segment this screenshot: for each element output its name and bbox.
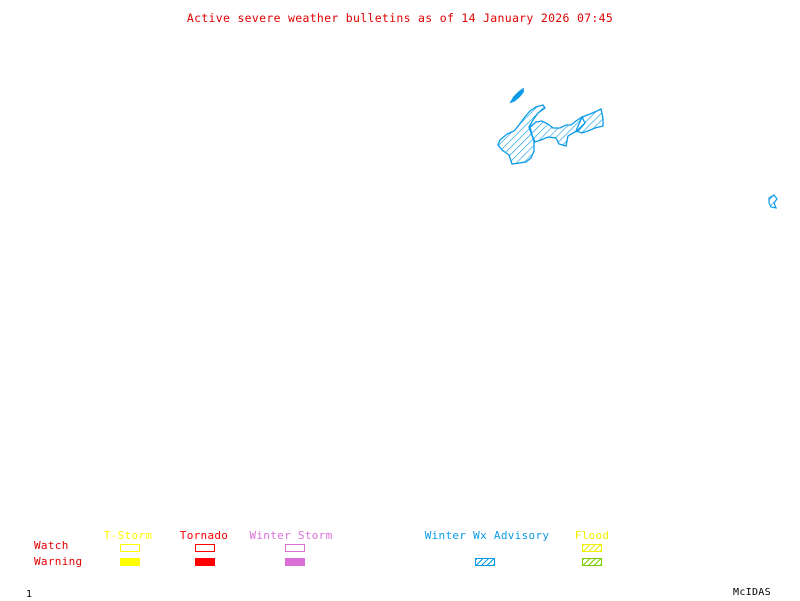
legend-header-winter-wx-advisory: Winter Wx Advisory bbox=[424, 529, 550, 542]
swatch-winter-storm-watch bbox=[285, 544, 305, 552]
legend-row-watch: Watch bbox=[34, 539, 69, 552]
swatch-tstorm-warning bbox=[120, 558, 140, 566]
bulletin-title: Active severe weather bulletins as of 14… bbox=[186, 11, 614, 25]
swatch-tornado-watch bbox=[195, 544, 215, 552]
swatch-winter-storm-warning bbox=[285, 558, 305, 566]
legend-header-tornado: Tornado bbox=[179, 529, 229, 542]
map-region-east-edge bbox=[768, 194, 778, 209]
map-region-upper-peninsula-west bbox=[497, 104, 546, 165]
legend-row-warning: Warning bbox=[34, 555, 83, 568]
map-region-isle-royale bbox=[509, 87, 524, 104]
swatch-flood-warning bbox=[582, 558, 602, 566]
swatch-tornado-warning bbox=[195, 558, 215, 566]
legend-header-flood: Flood bbox=[574, 529, 610, 542]
swatch-winter-wx-advisory-warning bbox=[475, 558, 495, 566]
mcidas-label: McIDAS bbox=[733, 587, 771, 598]
swatch-tstorm-watch bbox=[120, 544, 140, 552]
legend-header-tstorm: T-Storm bbox=[103, 529, 153, 542]
frame-number: 1 bbox=[26, 589, 33, 600]
legend-header-winter-storm: Winter Storm bbox=[249, 529, 333, 542]
map-region-upper-peninsula-east bbox=[575, 108, 604, 134]
swatch-flood-watch bbox=[582, 544, 602, 552]
